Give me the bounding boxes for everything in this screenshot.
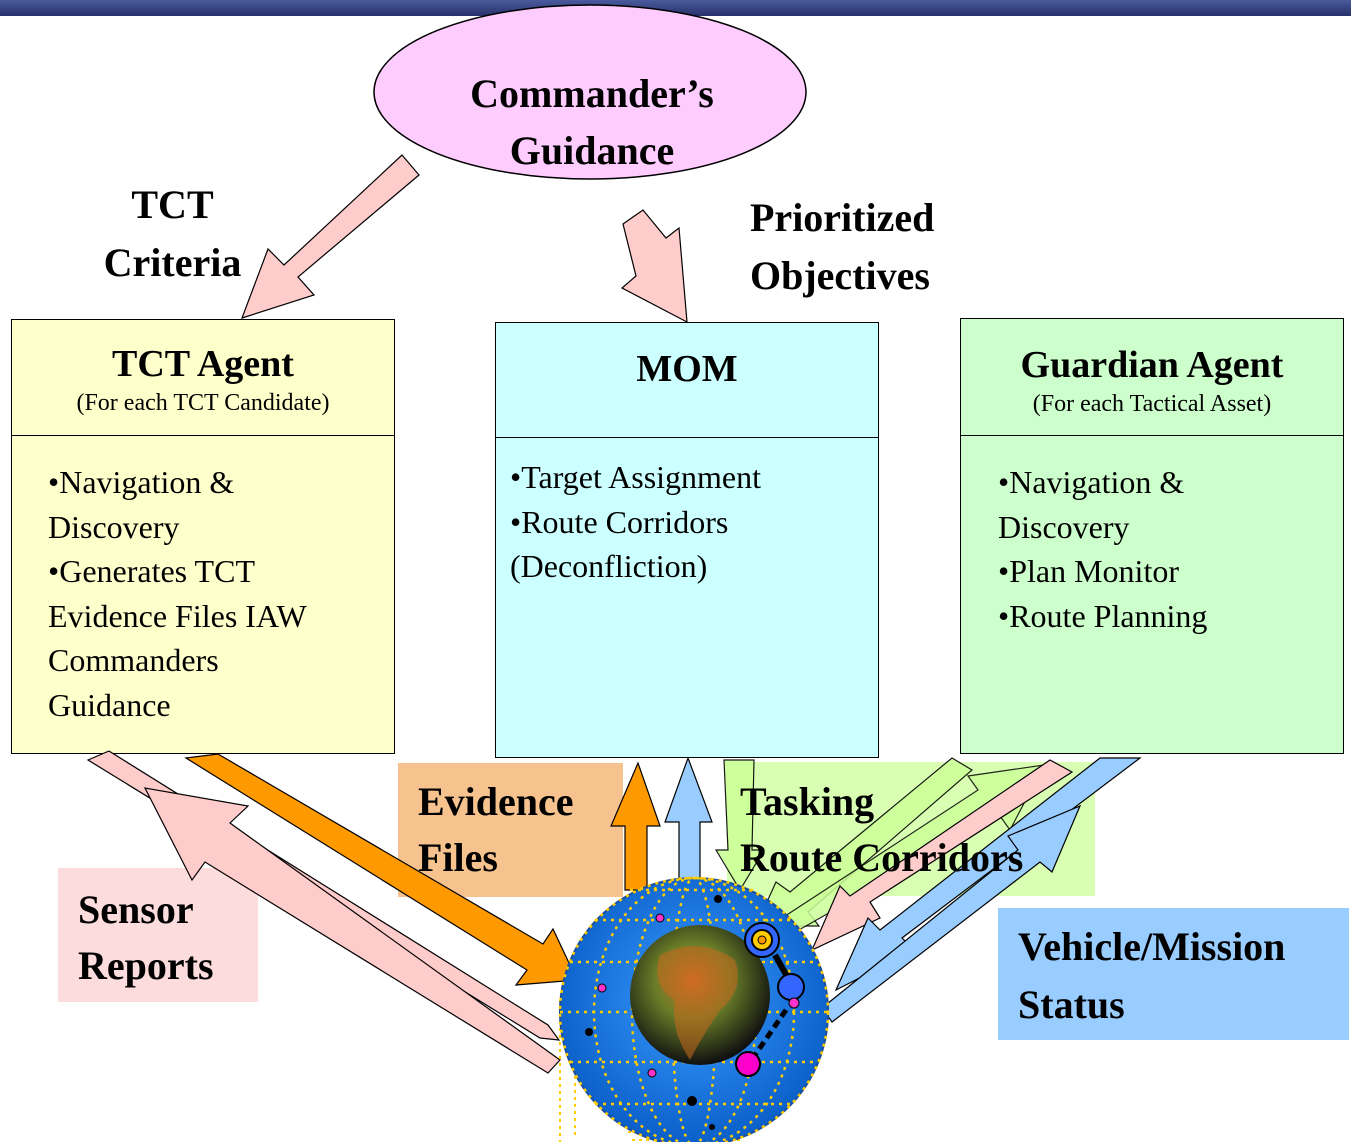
evidence-files-line-1: Evidence (418, 779, 574, 824)
title-bar (0, 0, 1351, 16)
prioritized-objectives-line-1: Prioritized (750, 195, 935, 240)
list-item: •Navigation & (998, 464, 1185, 500)
tasking-line-1: Tasking (740, 779, 875, 824)
ellipse-line-2: Guidance (510, 128, 674, 173)
tasking-line-2: Route Corridors (740, 835, 1024, 880)
mom-header: MOM (496, 323, 878, 438)
guardian-agent-subtitle: (For each Tactical Asset) (1032, 390, 1272, 417)
tct-agent-title: TCT Agent (112, 343, 294, 385)
sensor-reports-label: Sensor Reports (78, 882, 214, 994)
prioritized-objectives-label: Prioritized Objectives (750, 189, 934, 305)
guardian-agent-title: Guardian Agent (1020, 344, 1284, 386)
list-item: •Generates TCT (48, 553, 255, 589)
vehicle-status-line-2: Status (1018, 982, 1125, 1027)
mom-box: MOM •Target Assignment •Route Corridors … (495, 322, 879, 758)
guardian-agent-header: Guardian Agent (For each Tactical Asset) (961, 319, 1343, 436)
list-item: Commanders (48, 642, 219, 678)
status-arrow-up (664, 756, 713, 891)
evidence-files-label: Evidence Files (418, 774, 574, 886)
list-item: Discovery (48, 508, 180, 545)
list-item: •Route Corridors (510, 503, 729, 540)
list-item: Guidance (48, 686, 171, 723)
mom-title: MOM (636, 348, 738, 390)
evidence-arrow-diagonal (184, 753, 578, 986)
evidence-arrow-up (610, 761, 661, 891)
evidence-files-pad (398, 763, 623, 897)
list-item: •Navigation & (48, 464, 235, 500)
tct-agent-header: TCT Agent (For each TCT Candidate) (12, 320, 394, 436)
vehicle-status-pad (998, 908, 1349, 1040)
tct-criteria-arrow (241, 154, 420, 319)
ellipse-line-1: Commander’s (470, 71, 714, 116)
tasking-label: Tasking Route Corridors (740, 774, 1023, 886)
tct-agent-subtitle: (For each TCT Candidate) (76, 389, 330, 416)
list-item: (Deconfliction) (510, 548, 708, 584)
prioritized-objectives-line-2: Objectives (750, 253, 930, 298)
prioritized-objectives-arrow (620, 209, 688, 324)
status-arrow-return (821, 804, 1082, 1023)
tct-criteria-line-1: TCT (131, 182, 214, 227)
list-item: Discovery (998, 508, 1130, 545)
vehicle-status-label: Vehicle/Mission Status (1018, 918, 1285, 1034)
list-item: Evidence Files IAW (48, 597, 307, 634)
mom-bullets: •Target Assignment •Route Corridors (Dec… (510, 455, 761, 589)
sensor-reports-arrow-out (143, 787, 561, 1074)
tct-criteria-label: TCT Criteria (90, 176, 255, 292)
list-item: •Target Assignment (510, 459, 762, 495)
guardian-agent-box: Guardian Agent (For each Tactical Asset)… (960, 318, 1344, 754)
tasking-arrow-mom (714, 759, 766, 892)
list-item: •Route Planning (998, 597, 1208, 634)
tct-agent-box: TCT Agent (For each TCT Candidate) •Navi… (11, 319, 395, 754)
commanders-guidance-ellipse (373, 4, 807, 180)
evidence-files-line-2: Files (418, 835, 498, 880)
list-item: •Plan Monitor (998, 553, 1179, 589)
vehicle-status-line-1: Vehicle/Mission (1018, 924, 1286, 969)
sensor-reports-pad (58, 868, 258, 1002)
globe-icon (558, 876, 830, 1142)
tct-criteria-line-2: Criteria (103, 240, 242, 285)
guardian-pink-arrow (810, 759, 1074, 952)
sensor-reports-line-1: Sensor (78, 887, 194, 932)
guardian-agent-bullets: •Navigation & Discovery •Plan Monitor •R… (998, 460, 1207, 638)
sensor-reports-line-2: Reports (78, 943, 214, 988)
tct-agent-bullets: •Navigation & Discovery •Generates TCT E… (48, 460, 307, 727)
